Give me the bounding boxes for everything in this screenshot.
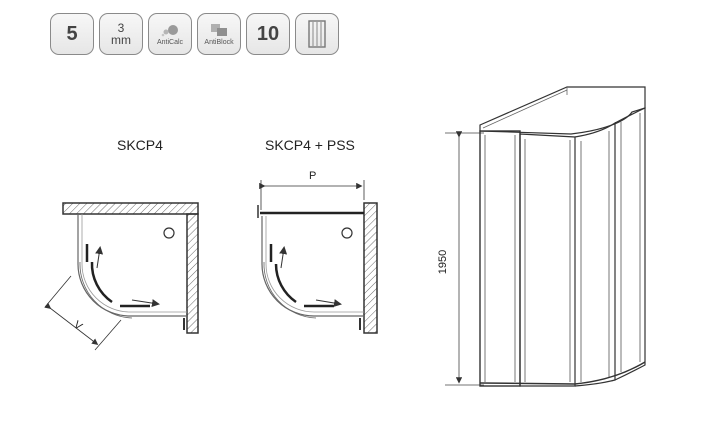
sliding-door-panels-right — [269, 244, 361, 330]
bottom-profile — [479, 361, 646, 385]
thickness-value: 5 — [66, 22, 78, 45]
dimension-p — [259, 180, 365, 210]
anticalc-label: AntiCalc — [156, 38, 184, 46]
mm-unit: mm — [111, 33, 131, 47]
side-wall-hatch — [363, 202, 378, 334]
feature-badges: 5 3 mm AntiCalc AntiBlock 10 — [50, 13, 339, 55]
fixed-side-panel — [257, 205, 364, 218]
mm-value: 3 — [117, 21, 125, 35]
drain-icon — [163, 227, 175, 239]
tray-outline-right — [261, 216, 364, 319]
dimension-v-label: V — [71, 319, 85, 333]
dimension-v — [44, 275, 122, 351]
curved-door-panels — [519, 107, 646, 387]
dimension-p-label: P — [309, 170, 316, 182]
tray-outline — [77, 214, 187, 319]
height-dimension — [445, 131, 484, 386]
opening-arrows-right — [279, 246, 342, 307]
enclosure-3d — [445, 86, 646, 387]
warranty-badge: 10 — [246, 13, 290, 55]
antiblock-label: AntiBlock — [204, 38, 234, 46]
shower-enclosure-icon — [308, 20, 326, 48]
drain-icon-right — [341, 227, 353, 239]
anticalc-icon — [161, 24, 178, 36]
top-profile — [479, 86, 646, 135]
plan-skcp4-pss — [257, 180, 378, 334]
wall-hatch — [62, 202, 199, 334]
opening-arrows — [95, 246, 160, 308]
height-label: 1950 — [437, 250, 449, 274]
anticalc-badge: AntiCalc — [148, 13, 192, 55]
left-diagram-title: SKCP4 — [117, 137, 163, 153]
warranty-value: 10 — [256, 22, 280, 45]
right-diagram-title: SKCP4 + PSS — [265, 137, 355, 153]
antiblock-icon — [211, 23, 227, 36]
thickness-badge: 5 — [50, 13, 94, 55]
plan-skcp4 — [44, 202, 199, 351]
mm-badge: 3 mm — [99, 13, 143, 55]
enclosure-badge — [295, 13, 339, 55]
left-fixed-panel — [479, 130, 521, 387]
sliding-door-panels — [85, 244, 185, 330]
antiblock-badge: AntiBlock — [197, 13, 241, 55]
